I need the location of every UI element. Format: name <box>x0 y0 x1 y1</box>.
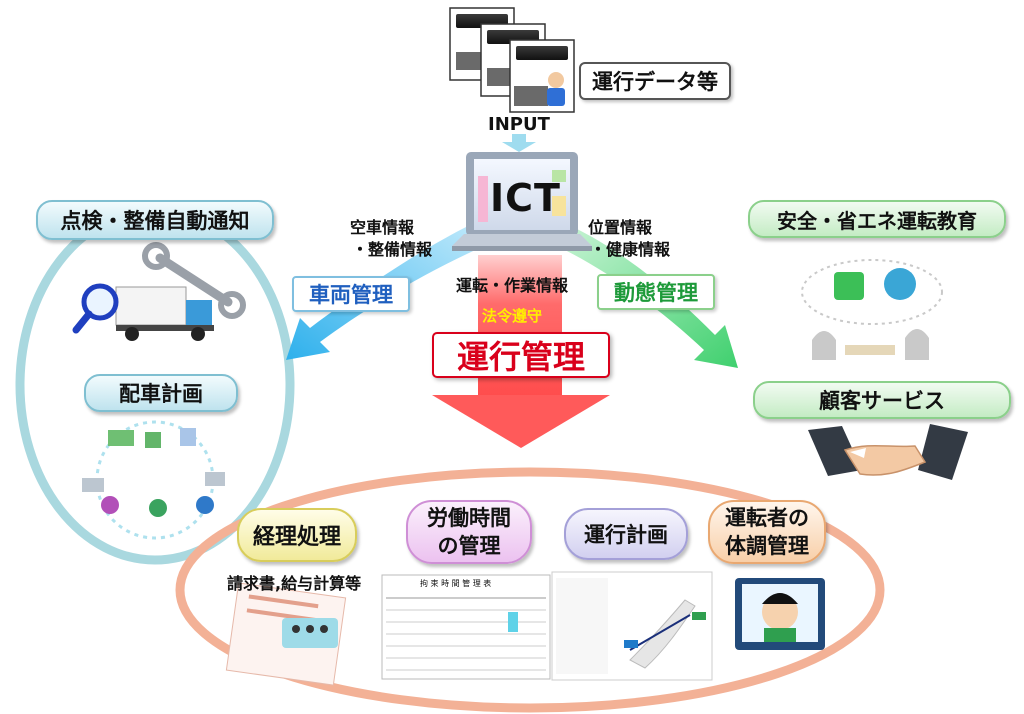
operation-plan-pill: 運行計画 <box>564 508 688 560</box>
route-map-illustration <box>551 571 713 681</box>
input-label: INPUT <box>488 114 550 135</box>
operation-data-label: 運行データ等 <box>579 62 731 100</box>
operations-ellipse <box>175 467 885 713</box>
labor-time-line1: 労働時間 <box>427 506 511 530</box>
left-info-line1: 空車情報 <box>350 218 415 237</box>
labor-sheet-title: 拘 束 時 間 管 理 表 <box>420 579 492 588</box>
handshake-illustration <box>808 424 968 480</box>
safety-eco-education-pill: 安全・省エネ運転教育 <box>748 200 1006 238</box>
motion-management-label: 動態管理 <box>597 274 715 310</box>
dispatch-cycle-illustration <box>82 420 225 540</box>
labor-time-pill: 労働時間 の管理 <box>406 500 532 564</box>
auto-maintenance-notice-pill: 点検・整備自動通知 <box>36 200 274 240</box>
driver-illustration <box>735 578 825 650</box>
work-info-label: 運転・作業情報 <box>456 276 569 295</box>
laptop-icon <box>452 152 592 251</box>
vehicle-management-label: 車両管理 <box>292 276 410 312</box>
device-icon-3 <box>509 39 575 113</box>
input-arrow <box>502 134 536 152</box>
driver-health-line2: 体調管理 <box>725 534 809 558</box>
education-illustration <box>801 259 943 360</box>
driver-health-line1: 運転者の <box>725 506 809 530</box>
labor-time-line2: の管理 <box>437 534 501 558</box>
driver-health-pill: 運転者の 体調管理 <box>708 500 826 564</box>
dispatch-plan-pill: 配車計画 <box>84 374 238 412</box>
inspection-illustration <box>72 242 246 341</box>
right-info-line1: 位置情報 <box>588 218 653 237</box>
accounting-subtext: 請求書,給与計算等 <box>227 574 362 593</box>
right-info-line2: ・健康情報 <box>590 240 671 259</box>
labor-sheet-illustration <box>381 574 551 680</box>
ict-label: ICT <box>490 176 561 220</box>
customer-service-pill: 顧客サービス <box>753 381 1011 419</box>
left-info-line2: ・整備情報 <box>352 240 433 259</box>
operation-management-label: 運行管理 <box>432 332 610 378</box>
invoice-illustration <box>225 582 347 686</box>
legal-compliance-label: 法令遵守 <box>482 307 543 325</box>
accounting-pill: 経理処理 <box>237 508 357 562</box>
